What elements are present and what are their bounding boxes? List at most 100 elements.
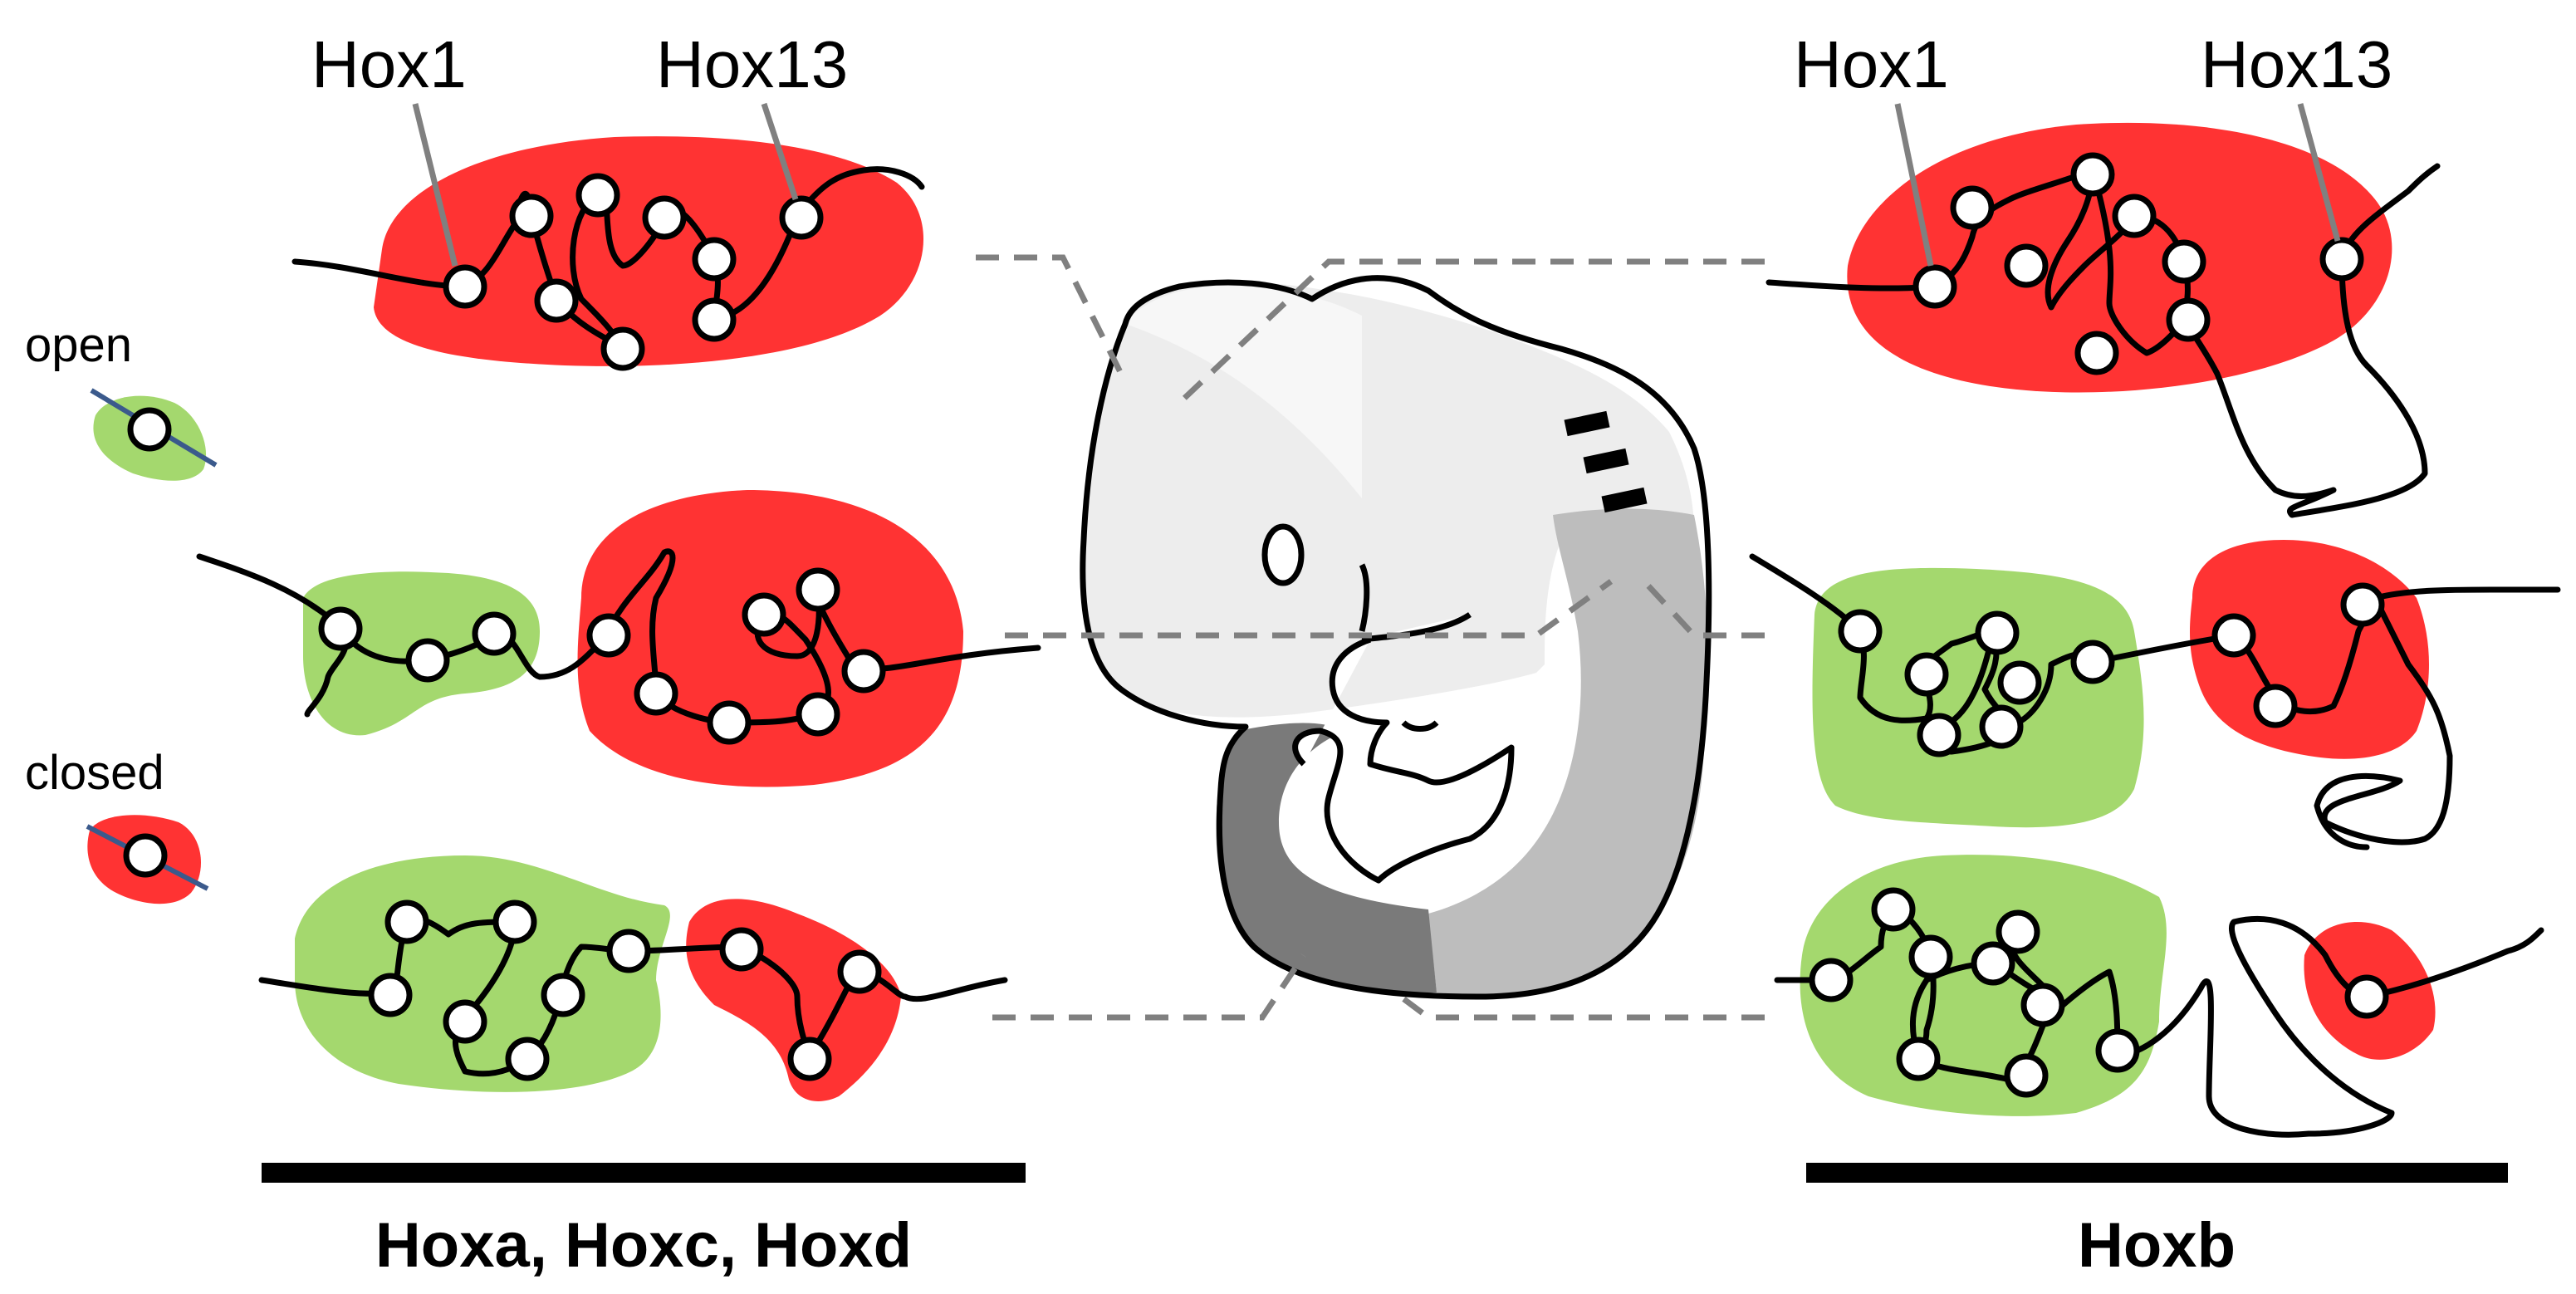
gene <box>1908 934 1953 979</box>
gene <box>2340 582 2385 627</box>
right-caption: Hoxb <box>2078 1210 2236 1281</box>
gene <box>2162 239 2206 284</box>
gene <box>742 592 786 637</box>
gene <box>1896 1037 1941 1081</box>
closed-domain <box>374 136 924 366</box>
hox1-gene <box>1912 264 1957 309</box>
legend-open-gene <box>127 407 172 452</box>
gene <box>1838 609 1883 654</box>
gene <box>1971 941 2015 986</box>
gene <box>586 613 631 658</box>
gene <box>2095 1028 2140 1073</box>
right-row2-cluster <box>1749 540 2561 850</box>
gene <box>1904 652 1949 697</box>
gene <box>634 671 678 716</box>
gene <box>1871 887 1916 932</box>
hox13-pointer-line <box>2297 103 2341 242</box>
gene <box>368 973 413 1017</box>
gene <box>2211 613 2256 658</box>
gene <box>719 927 764 972</box>
gene <box>575 173 620 218</box>
closed-domain <box>577 490 963 787</box>
embryo-limb <box>1359 563 1439 732</box>
left-cluster-bar <box>262 1163 1026 1183</box>
hox13-gene <box>779 195 824 240</box>
left-hox13-label: Hox13 <box>656 27 848 101</box>
gene <box>1809 958 1854 1002</box>
gene <box>443 999 487 1044</box>
left-row2-cluster <box>196 490 1041 787</box>
connector-left-row2 <box>1005 579 1614 639</box>
gene <box>841 649 886 694</box>
gene <box>600 326 645 371</box>
gene <box>837 949 882 994</box>
right-hox13-label: Hox13 <box>2201 27 2392 101</box>
gene <box>707 700 752 745</box>
hox1-pointer-line <box>412 103 458 267</box>
hox-genes <box>443 173 824 371</box>
gene <box>534 278 579 323</box>
gene <box>509 194 554 238</box>
gene <box>787 1037 832 1081</box>
embryo-head-light <box>1125 286 1362 498</box>
left-row1-cluster <box>291 136 925 371</box>
right-row1-cluster <box>1765 122 2441 518</box>
gene <box>541 973 585 1017</box>
gene <box>606 929 651 973</box>
gene <box>492 899 537 944</box>
gene <box>1997 660 2042 705</box>
gene <box>2020 983 2065 1027</box>
embryo-eye <box>1261 523 1305 586</box>
gene <box>2074 331 2119 375</box>
legend: open closed <box>25 318 218 904</box>
connector-right-row2 <box>1642 579 1765 639</box>
gene <box>796 692 840 737</box>
gene <box>2004 243 2049 288</box>
gene <box>472 611 517 656</box>
gene <box>405 638 450 683</box>
hox13-pointer-line <box>761 102 799 201</box>
hox-genes <box>318 567 886 745</box>
gene <box>2166 297 2211 342</box>
gene <box>2253 684 2298 728</box>
open-domain <box>295 855 670 1092</box>
hox1-gene <box>443 264 487 309</box>
gene <box>1996 909 2040 954</box>
right-row3-cluster <box>1774 855 2544 1138</box>
hox1-pointer-line <box>1894 103 1934 267</box>
gene <box>2070 640 2115 684</box>
gene <box>2344 974 2389 1019</box>
hox-genes <box>368 899 882 1081</box>
gene <box>692 297 737 342</box>
open-domain <box>1812 567 2144 828</box>
left-caption: Hoxa, Hoxc, Hoxd <box>375 1210 912 1281</box>
hox-genes <box>1838 582 2385 757</box>
legend-open-label: open <box>25 318 132 372</box>
legend-closed-gene <box>123 833 168 878</box>
gene <box>1979 704 2024 749</box>
gene <box>796 567 840 612</box>
pharyngeal-arch-2 <box>1583 448 1629 474</box>
gene <box>692 237 737 282</box>
left-hox1-label: Hox1 <box>311 27 467 101</box>
gene <box>2070 152 2115 197</box>
legend-closed-label: closed <box>25 746 164 800</box>
embryo-tail-region <box>1216 723 1437 993</box>
embryo-inner-curl <box>1292 612 1515 884</box>
gene <box>1917 713 1961 757</box>
gene <box>2004 1053 2049 1098</box>
pharyngeal-arch-1 <box>1564 410 1610 437</box>
gene <box>642 195 687 240</box>
connector-right-row1 <box>1173 258 1765 409</box>
hox-genes <box>1912 152 2364 375</box>
connectors <box>976 254 1765 1021</box>
embryo-trunk-region <box>1428 508 1708 995</box>
connector-right-row3 <box>1393 990 1765 1021</box>
hox-genes <box>1809 887 2389 1098</box>
embryo <box>1080 275 1712 1000</box>
connector-left-row1 <box>976 254 1129 384</box>
gene <box>1975 610 2020 655</box>
embryo-outline <box>1080 275 1712 1000</box>
